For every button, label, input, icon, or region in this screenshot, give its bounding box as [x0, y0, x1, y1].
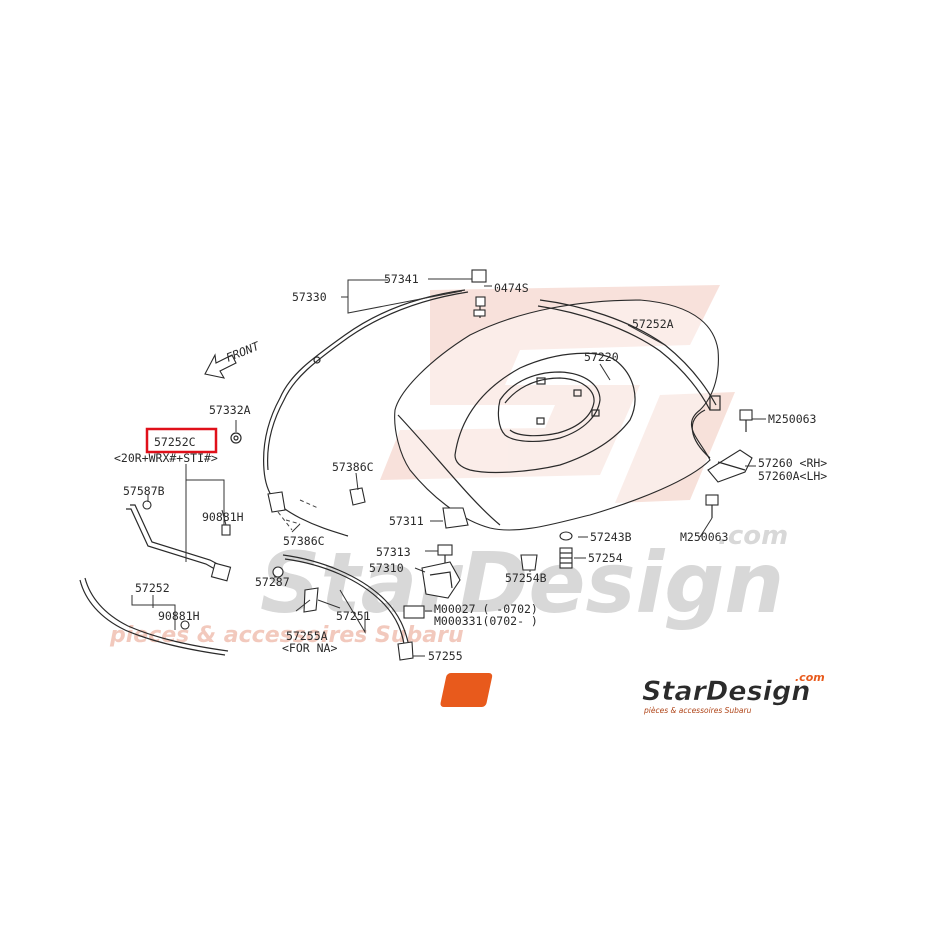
- label-57313: 57313: [376, 545, 411, 559]
- leader-lines: [131, 278, 766, 657]
- label-57587b: 57587B: [123, 484, 165, 498]
- stardesign-logo: SD StarDesign .com pièces & accessoires …: [440, 671, 825, 715]
- label-90881h-bot: 90881H: [158, 609, 200, 623]
- logo-sd-emblem: [440, 673, 493, 707]
- label-57332a: 57332A: [209, 403, 251, 417]
- label-57252c: 57252C: [154, 435, 196, 449]
- hood-release-cable: [230, 289, 469, 537]
- label-m250063-bot: M250063: [680, 530, 729, 544]
- label-57341: 57341: [384, 272, 419, 286]
- hood-bracket-assembly: [705, 409, 753, 518]
- label-57254: 57254: [588, 551, 623, 565]
- hood-stoppers: [520, 531, 573, 571]
- label-0474s: 0474S: [494, 281, 529, 295]
- label-57255: 57255: [428, 649, 463, 663]
- label-57252: 57252: [135, 581, 170, 595]
- label-m00027: M00027 ( -0702): [434, 602, 538, 616]
- hood-stay-rod: [272, 554, 414, 661]
- label-90881h-top: 90881H: [202, 510, 244, 524]
- label-m250063-top: M250063: [768, 412, 817, 426]
- label-57254b: 57254B: [505, 571, 547, 585]
- label-m000331: M000331(0702- ): [434, 614, 538, 628]
- part-labels: 57341 0474S 57330 57252A 57220 57332A M2…: [114, 272, 827, 663]
- label-57386c-top: 57386C: [332, 460, 374, 474]
- label-57255a-note: <FOR NA>: [282, 641, 337, 655]
- label-57311: 57311: [389, 514, 424, 528]
- logo-dotcom: .com: [795, 671, 825, 684]
- cable-grommet-icon: [313, 356, 321, 364]
- clip-57332a-icon: [230, 432, 242, 444]
- front-arrow-label: FRONT: [224, 338, 262, 364]
- bolt-0474s: [471, 269, 487, 318]
- label-57260: 57260 <RH>: [758, 456, 827, 470]
- label-57330: 57330: [292, 290, 327, 304]
- label-57252a: 57252A: [632, 317, 674, 331]
- watermark-sd-emblem: [380, 285, 735, 503]
- hood-latch-assembly: [403, 507, 469, 619]
- logo-initials: SD: [596, 680, 630, 705]
- front-direction-arrow: FRONT: [204, 338, 262, 379]
- label-57310: 57310: [369, 561, 404, 575]
- label-57252c-note: <20R+WRX#+STI#>: [114, 451, 218, 465]
- clips-57386c: [267, 487, 366, 531]
- hood-panel: [394, 299, 719, 531]
- label-57251: 57251: [336, 609, 371, 623]
- watermark-brand: StarDesign: [260, 534, 784, 632]
- label-57243b: 57243B: [590, 530, 632, 544]
- logo-brand: StarDesign: [642, 676, 811, 707]
- bracket-57252c: [126, 500, 232, 582]
- watermark: StarDesign .com pieces & accessoires Sub…: [109, 285, 788, 648]
- weatherstrip-57252: [79, 577, 229, 656]
- label-57287: 57287: [255, 575, 290, 589]
- label-57220: 57220: [584, 350, 619, 364]
- label-57255a: 57255A: [286, 629, 328, 643]
- highlight-box-57252c: [145, 427, 218, 454]
- weatherstrip-57252a: [537, 299, 721, 411]
- label-57386c-bot: 57386C: [283, 534, 325, 548]
- label-57260a: 57260A<LH>: [758, 469, 827, 483]
- logo-tagline: pièces & accessoires Subaru: [643, 706, 752, 715]
- watermark-dotcom: .com: [718, 521, 788, 551]
